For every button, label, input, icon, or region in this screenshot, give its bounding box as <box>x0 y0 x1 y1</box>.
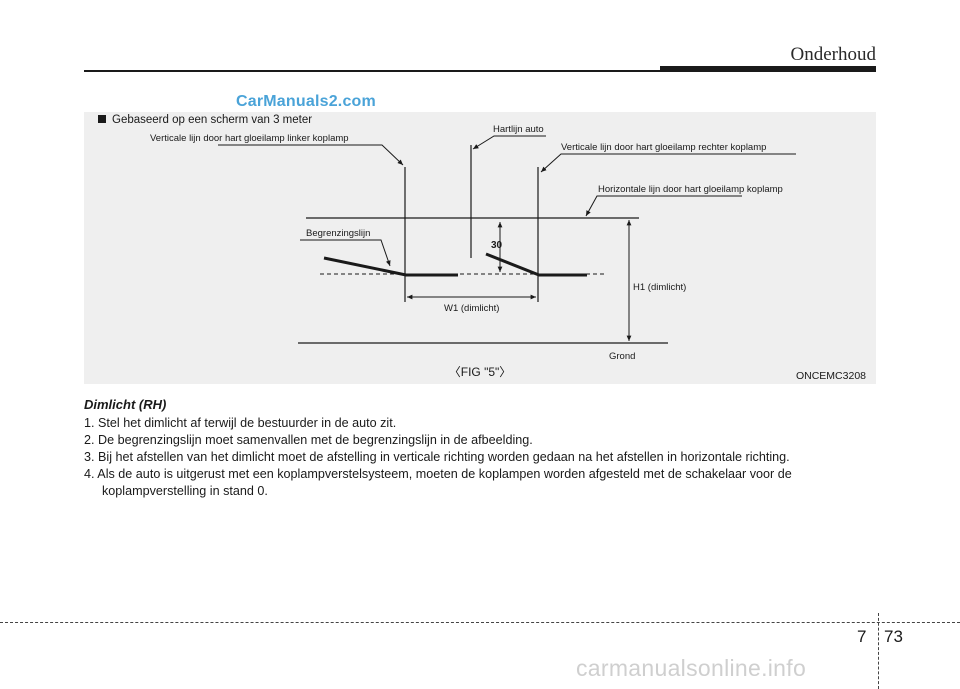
leader-cutoff <box>300 239 391 267</box>
center-line-label: Hartlijn auto <box>493 124 544 135</box>
watermark-link[interactable]: CarManuals2.com <box>236 93 376 110</box>
footer-divider <box>878 613 879 689</box>
leader-right-vertical <box>540 153 796 173</box>
cutoff-label: Begrenzingslijn <box>306 228 370 239</box>
headlamp-aiming-figure: Gebaseerd op een scherm van 3 meter 30 H… <box>84 112 876 384</box>
figure-reference: 〈FIG "5"〉 <box>448 365 512 379</box>
step-4: 4. Als de auto is uitgerust met een kopl… <box>84 467 792 498</box>
dimension-30-label: 30 <box>491 240 503 251</box>
instructions: Dimlicht (RH) 1. Stel het dimlicht af te… <box>84 396 876 500</box>
ground-label: Grond <box>609 351 635 362</box>
page-number: 73 <box>884 627 903 646</box>
footer-rule <box>0 622 960 623</box>
step-1: 1. Stel het dimlicht af terwijl de bestu… <box>84 416 397 430</box>
header-rule <box>84 70 662 72</box>
figure-caption-text: Gebaseerd op een scherm van 3 meter <box>112 114 313 126</box>
leader-left-vertical <box>218 144 404 166</box>
right-vertical-label: Verticale lijn door hart gloeilamp recht… <box>561 142 766 153</box>
square-bullet-icon <box>98 115 106 123</box>
section-title: Dimlicht (RH) <box>84 397 167 412</box>
left-vertical-label: Verticale lijn door hart gloeilamp linke… <box>150 133 349 144</box>
header-rule-accent <box>660 66 876 72</box>
right-cutoff-beam <box>485 252 587 277</box>
chapter-number: 7 <box>857 627 867 646</box>
figure-code: ONCEMC3208 <box>795 370 866 382</box>
leader-horizontal <box>585 195 742 217</box>
leader-center-line <box>472 135 546 150</box>
left-cutoff-beam <box>323 256 458 277</box>
watermark-bottom: carmanualsonline.info <box>576 655 807 681</box>
step-3: 3. Bij het afstellen van het dimlicht mo… <box>84 450 790 464</box>
figure-caption: Gebaseerd op een scherm van 3 meter <box>98 114 312 126</box>
h1-label: H1 (dimlicht) <box>633 282 686 293</box>
headlamp-diagram: 30 H1 (dimlicht) W1 (dimlicht) Grond Ver… <box>150 124 796 362</box>
horizontal-label: Horizontale lijn door hart gloeilamp kop… <box>598 184 783 195</box>
w1-label: W1 (dimlicht) <box>444 303 499 314</box>
step-2: 2. De begrenzingslijn moet samenvallen m… <box>84 433 533 447</box>
header-title: Onderhoud <box>790 44 876 65</box>
